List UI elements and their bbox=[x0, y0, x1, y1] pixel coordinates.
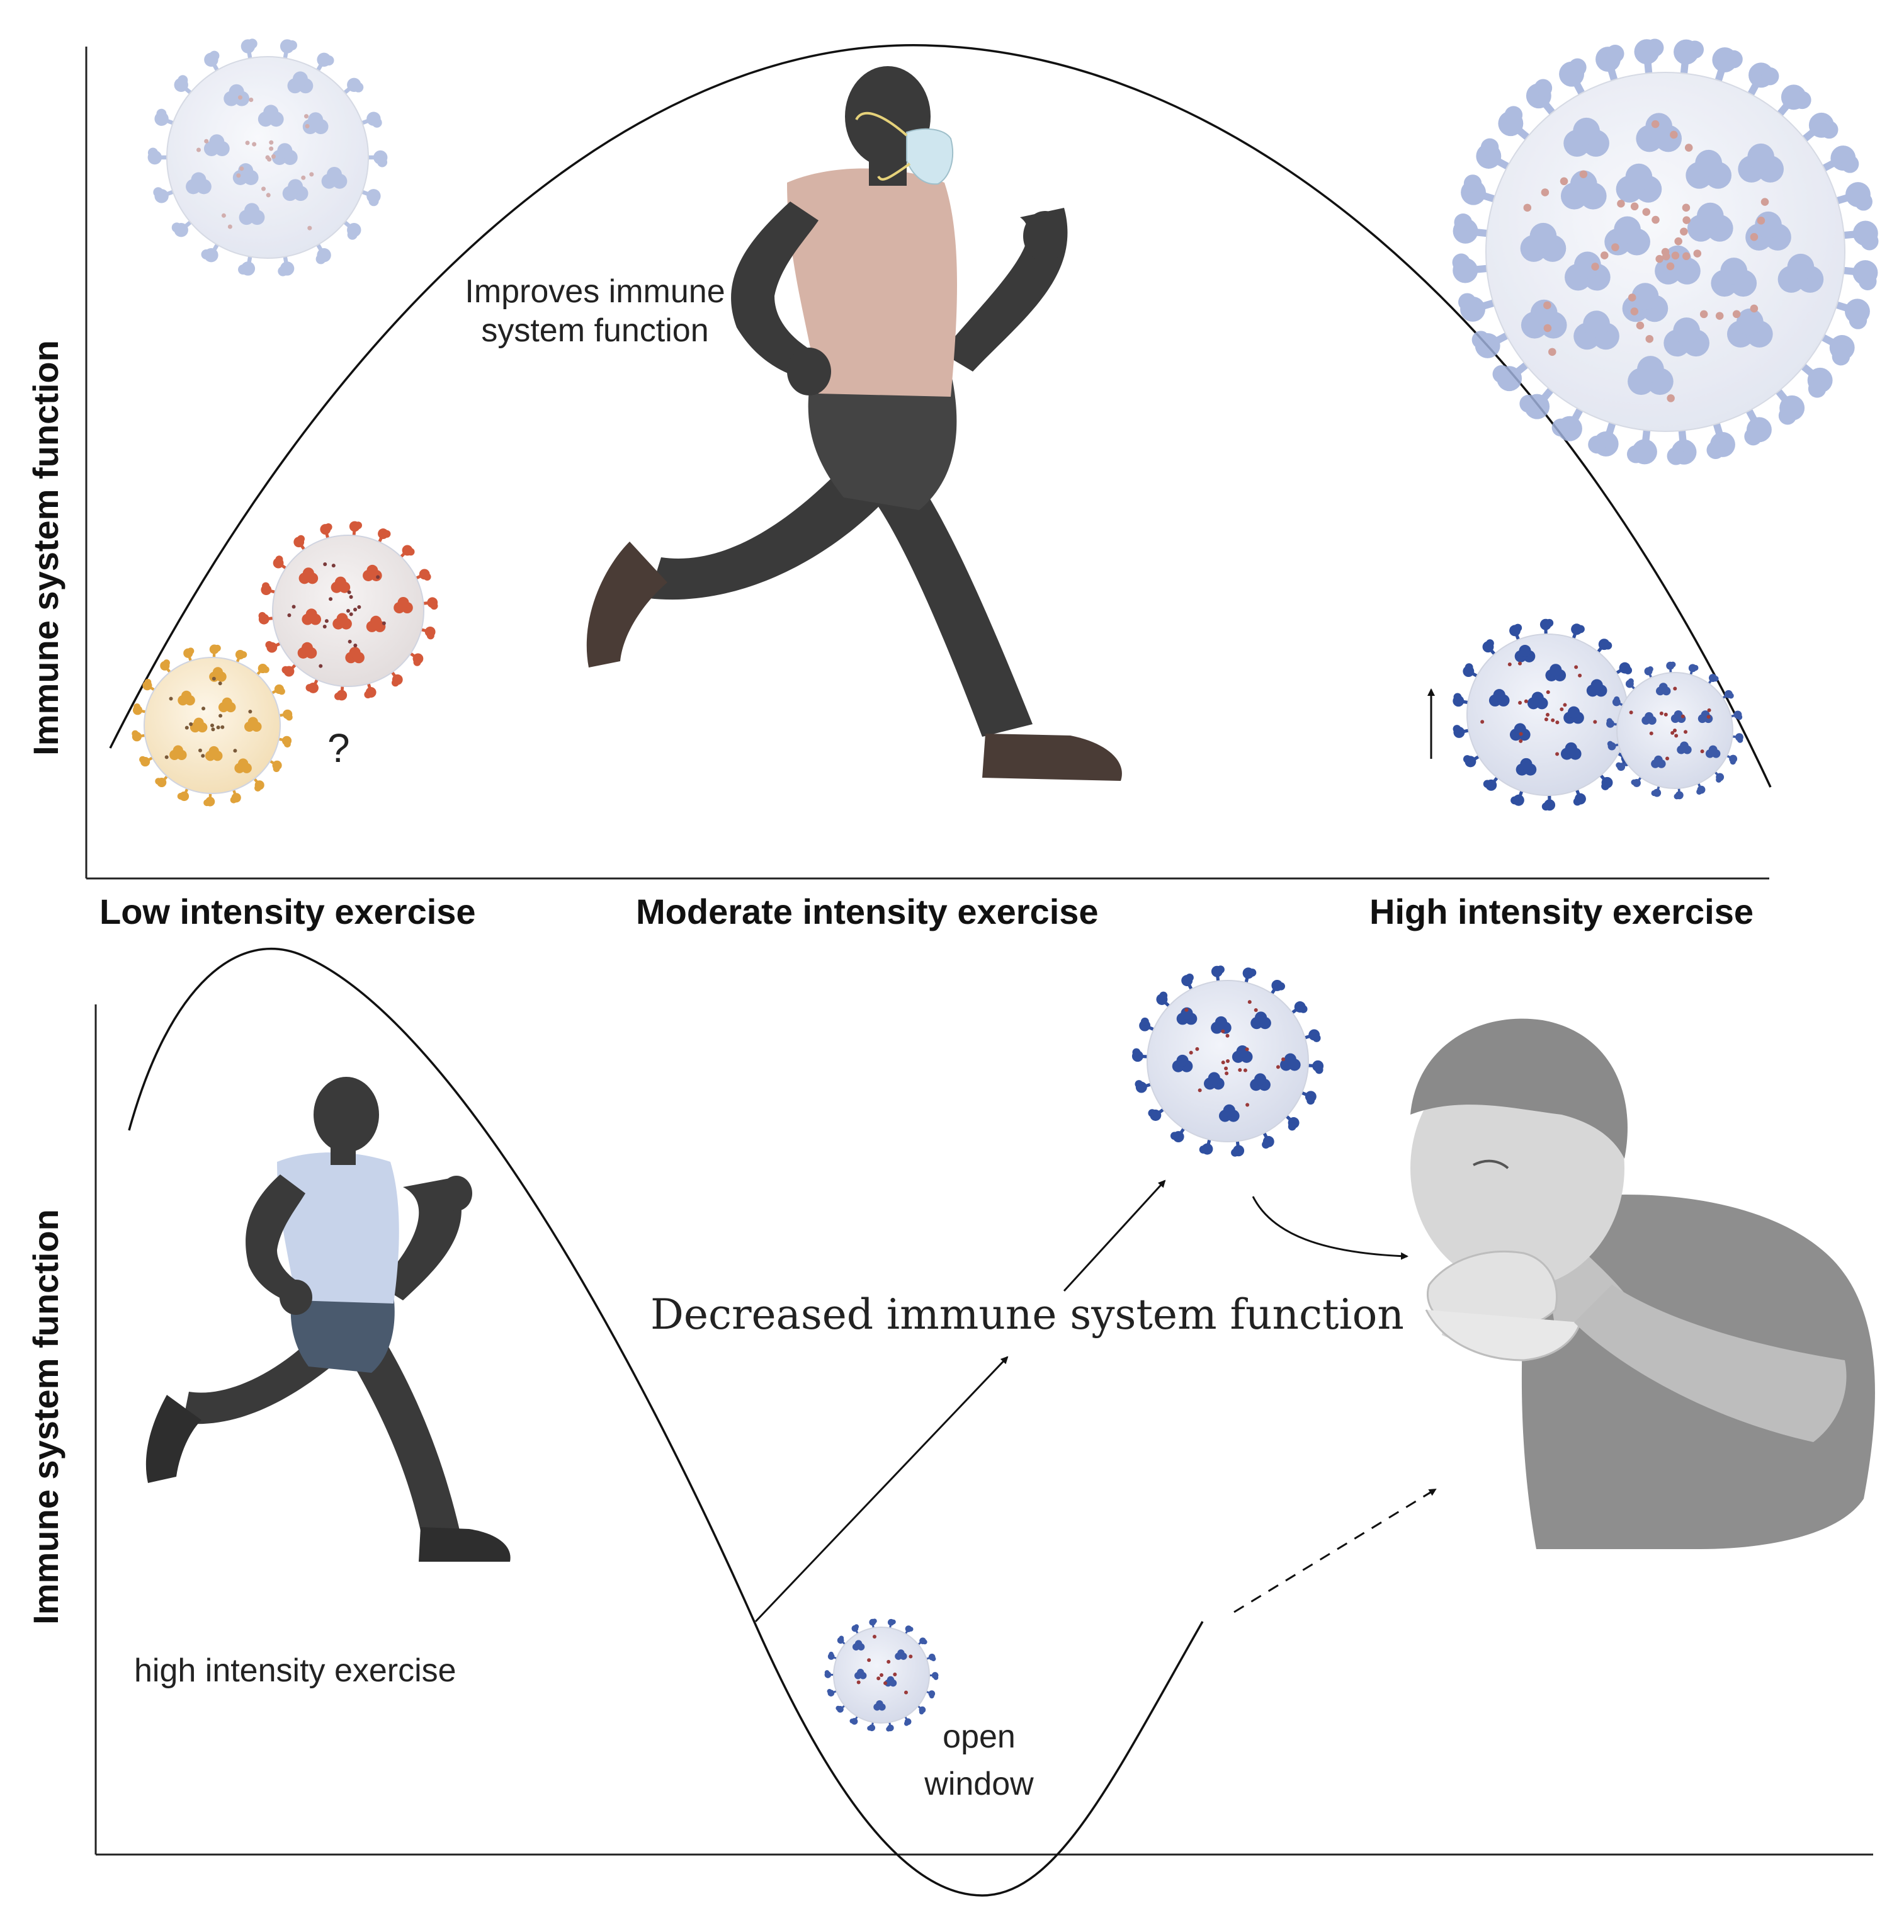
virus-icon bbox=[1606, 661, 1743, 800]
virus-icon bbox=[1452, 38, 1879, 465]
decreased-immune-label: Decreased immune system function bbox=[650, 1290, 1404, 1339]
svg-text:system function: system function bbox=[481, 312, 708, 349]
arrow-icon bbox=[754, 1356, 1009, 1623]
virus-icon bbox=[1131, 965, 1324, 1157]
peak-annotation: Improves immune system function bbox=[465, 273, 725, 349]
svg-text:open: open bbox=[943, 1719, 1016, 1755]
bottom-y-axis-label: Immune system function bbox=[26, 1209, 65, 1625]
open-window-curve bbox=[128, 947, 1204, 1897]
moderate-intensity-label: Moderate intensity exercise bbox=[636, 892, 1099, 931]
virus-icon bbox=[1453, 618, 1643, 811]
top-y-axis-label: Immune system function bbox=[26, 340, 65, 756]
high-intensity-exercise-label: high intensity exercise bbox=[134, 1652, 456, 1689]
coughing-person-icon bbox=[1410, 1018, 1875, 1549]
question-mark: ? bbox=[327, 725, 350, 771]
bottom-panel: Immune system function high intensity ex… bbox=[26, 947, 1875, 1897]
runner-shirt bbox=[787, 168, 957, 397]
svg-text:window: window bbox=[924, 1766, 1034, 1802]
inverted-u-curve bbox=[109, 44, 1772, 788]
runner-icon bbox=[145, 1077, 511, 1562]
open-window-label: open window bbox=[924, 1719, 1034, 1802]
svg-text:Improves immune: Improves immune bbox=[465, 273, 725, 310]
low-intensity-label: Low intensity exercise bbox=[99, 892, 476, 931]
face-mask-icon bbox=[906, 128, 953, 185]
arrow-icon bbox=[1063, 1179, 1166, 1292]
arrow-icon bbox=[1252, 1196, 1408, 1260]
high-intensity-label: High intensity exercise bbox=[1369, 892, 1754, 931]
virus-icon bbox=[824, 1618, 939, 1732]
virus-icon bbox=[147, 38, 388, 276]
virus-icon bbox=[132, 644, 293, 807]
dashed-arrow-icon bbox=[1233, 1488, 1437, 1613]
runner-icon bbox=[586, 66, 1122, 781]
top-panel: Immune system function Low intensity exe… bbox=[26, 38, 1879, 931]
virus-icon bbox=[258, 521, 438, 701]
